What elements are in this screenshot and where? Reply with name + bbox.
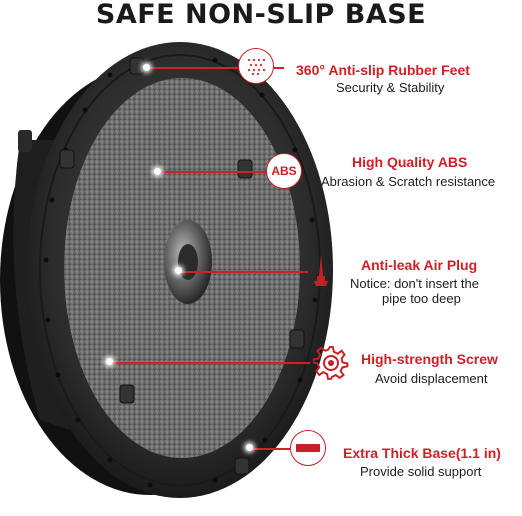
feature-description: Avoid displacement <box>375 371 488 386</box>
abs-icon: ABS <box>266 153 302 189</box>
pointer-dot-air-plug <box>175 267 182 274</box>
gear-icon <box>312 345 349 381</box>
page-title: SAFE NON-SLIP BASE <box>95 0 427 30</box>
feature-heading: Extra Thick Base(1.1 in) <box>343 445 501 461</box>
feature-heading: High-strength Screw <box>361 351 498 367</box>
feature-description: Security & Stability <box>336 80 445 95</box>
pointer-dot-screw <box>106 358 113 365</box>
pointer-line-thick-base <box>250 448 290 450</box>
rubber-texture-icon <box>238 48 274 84</box>
feature-description: Abrasion & Scratch resistance <box>321 174 496 189</box>
feature-description: Notice: don't insert the <box>350 276 479 291</box>
feature-heading: Anti-leak Air Plug <box>361 257 478 273</box>
feature-heading: 360° Anti-slip Rubber Feet <box>296 62 470 78</box>
pointer-line-screw <box>110 362 310 364</box>
thick-base-icon <box>290 430 326 466</box>
pointer-dot-abs <box>154 168 161 175</box>
feature-description-cont: pipe too deep <box>382 291 461 306</box>
pointer-line-abs <box>158 171 266 173</box>
pointer-line-air-plug <box>180 271 308 273</box>
pointer-dot-thick-base <box>246 444 253 451</box>
feature-description: Provide solid support <box>360 464 482 479</box>
feature-heading: High Quality ABS <box>352 154 468 170</box>
abs-icon-label: ABS <box>271 164 297 178</box>
air-plug-icon <box>308 252 334 292</box>
pointer-dot-rubber-feet <box>143 64 150 71</box>
pointer-line-rubber-feet <box>146 67 284 69</box>
